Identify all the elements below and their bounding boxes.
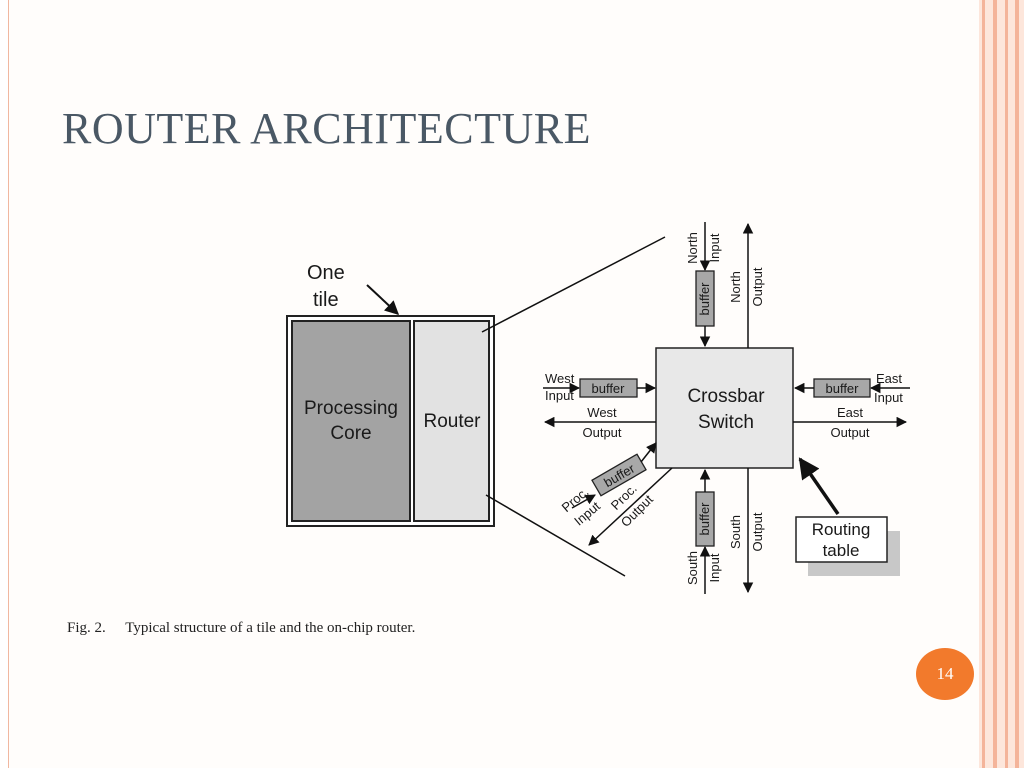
tile-pointer-arrow [366,284,400,315]
proc-output-arrow [588,467,673,546]
south-input-label-line2: Input [707,553,722,582]
north-buffer-label: buffer [697,282,712,316]
east-output-label-line2: Output [830,425,869,440]
proc-input-arrow-lower [571,494,596,509]
figure-number: Fig. 2. [67,620,106,636]
south-output-label-line2: Output [750,512,765,551]
decorative-side-stripes [979,0,1024,768]
east-output-label-line1: East [837,405,863,420]
south-buffer-label: buffer [697,502,712,536]
north-output-label-line1: North [728,271,743,303]
tile-label-line1: One [307,262,345,284]
east-input-label-line2: Input [874,390,903,405]
slide-title: ROUTER ARCHITECTURE [62,104,591,153]
east-input-label-line1: East [876,371,902,386]
processing-core-block [291,320,411,522]
routing-table-box [795,516,888,563]
page-number-badge: 14 [916,648,974,700]
south-output-label-line1: South [728,515,743,549]
processing-core-label-line2: Core [330,423,371,444]
router-label: Router [423,411,481,432]
south-input-label-line1: South [685,551,700,585]
north-input-label-line2: Input [707,233,722,262]
routing-table-label-line2: table [823,541,860,560]
routing-table-arrow [798,457,840,515]
zoom-line-bottom [485,494,626,577]
east-buffer-label: buffer [825,381,859,396]
zoom-line-top [481,236,666,333]
crossbar-label-line2: Switch [698,412,754,433]
figure-caption: Fig. 2. Typical structure of a tile and … [67,620,415,637]
figure-caption-text: Typical structure of a tile and the on-c… [125,620,416,636]
proc-input-arrow-upper [640,442,657,463]
processing-core-label-line1: Processing [304,398,398,419]
routing-table-label-line1: Routing [812,520,871,539]
west-input-label-line2: Input [545,388,574,403]
west-input-label-line1: West [545,371,575,386]
crossbar-label-line1: Crossbar [687,386,765,407]
north-input-label-line1: North [685,232,700,264]
crossbar-switch [655,347,794,469]
west-buffer-label: buffer [591,381,625,396]
router-block [413,320,490,522]
north-output-label-line2: Output [750,267,765,306]
west-output-label-line2: Output [582,425,621,440]
west-output-label-line1: West [587,405,617,420]
tile-label-line2: tile [313,289,339,311]
